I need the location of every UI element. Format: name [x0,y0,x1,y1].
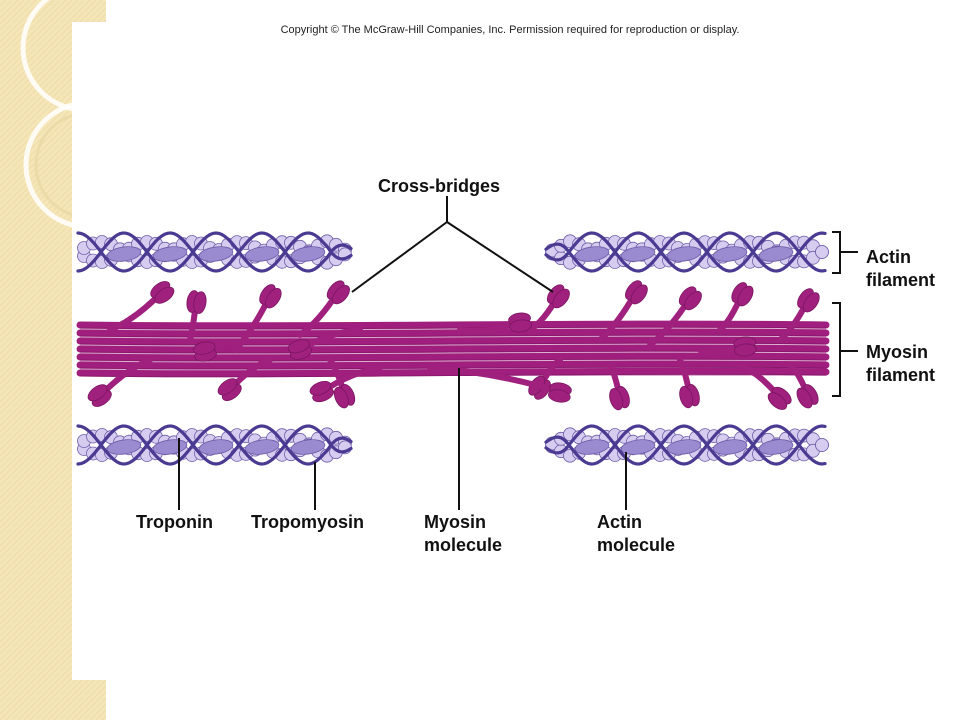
actin-filament [544,231,829,273]
troponin-complex [758,246,794,262]
cross-bridge-neck [427,365,563,395]
troponin-complex [152,246,188,262]
troponin-complex [666,246,702,262]
myosin-head [767,392,788,410]
label-actin-filament-line2: filament [866,270,936,290]
tropomyosin-strand [76,424,353,466]
myosin-tail-shadow [79,358,827,362]
tropomyosin-strand [76,231,353,273]
troponin-complex [106,246,142,262]
troponin-complex [758,439,794,455]
myosin-head [332,285,350,305]
troponin-complex [574,439,610,455]
slide-right-strip [106,680,960,720]
leader-lines-group [178,196,858,510]
troponin-complex [712,439,748,455]
label-myosin-filament-line1: Myosin [866,342,929,362]
myosin-head [217,378,238,396]
tropomyosin-strand [76,231,353,273]
myosin-head [309,380,332,396]
actin-filament [76,424,353,466]
troponin-complex [290,246,326,262]
troponin-complex [106,439,142,455]
myosin-head [802,292,820,313]
troponin-complex [244,439,280,455]
troponin-complex [290,439,326,455]
myosin-tail-shadow [79,342,827,346]
myosin-head [609,388,624,411]
troponin-complex [244,246,280,262]
troponin-complex [712,246,748,262]
myosin-filament-group [76,280,830,411]
myosin-head [87,384,108,402]
actin-filaments-group [76,231,829,466]
slide-top-strip [106,0,960,22]
myosin-head [193,291,207,314]
tropomyosin-strand [544,231,827,273]
label-actin-molecule-line1: Actin [597,512,642,532]
actin-bead [815,438,829,452]
myosin-tail [76,360,830,370]
myosin-head [684,290,702,311]
myosin-tail [76,344,830,354]
myosin-head [737,285,754,307]
myosin-tail-shadow [79,334,827,338]
copyright-notice: Copyright © The McGraw-Hill Companies, I… [280,24,740,36]
myosin-head [630,284,648,305]
myosin-tail [76,328,830,338]
myosin-head [548,389,571,403]
myosin-head [265,287,282,309]
myosin-head [287,339,310,354]
bracket-myosin-filament [832,302,858,397]
myosin-tail-shadow [79,373,827,378]
leader-cross-bridges [351,196,554,293]
label-cross-bridges: Cross-bridges [378,176,501,196]
label-myosin-molecule-line2: molecule [424,535,503,555]
tropomyosin-strand [544,424,827,466]
actin-filament [544,424,829,466]
troponin-complex [198,439,234,455]
bracket-actin-filament [832,231,858,274]
tropomyosin-strand [76,424,353,466]
myosin-tail [76,352,830,362]
troponin-complex [666,439,702,455]
troponin-complex [574,246,610,262]
troponin-complex [620,246,656,262]
label-actin-filament-line1: Actin [866,247,911,267]
actin-filament [76,231,353,273]
tropomyosin-strand [544,231,827,273]
myosin-head [509,319,532,333]
label-myosin-molecule-line1: Myosin [424,512,487,532]
actin-bead [815,245,829,259]
myosin-head [552,288,570,309]
troponin-complex [198,246,234,262]
myosin-head [154,286,175,304]
myosin-head [192,341,216,355]
myosin-head [733,343,757,357]
tropomyosin-strand [544,424,827,466]
myosin-head [796,387,813,409]
label-troponin: Troponin [136,512,213,532]
label-myosin-filament-line2: filament [866,365,936,385]
label-tropomyosin: Tropomyosin [251,512,365,532]
label-actin-molecule-line2: molecule [597,535,676,555]
myosin-tail [76,336,830,346]
myosin-head [333,386,349,409]
myosin-head [679,386,694,409]
troponin-complex [620,439,656,455]
